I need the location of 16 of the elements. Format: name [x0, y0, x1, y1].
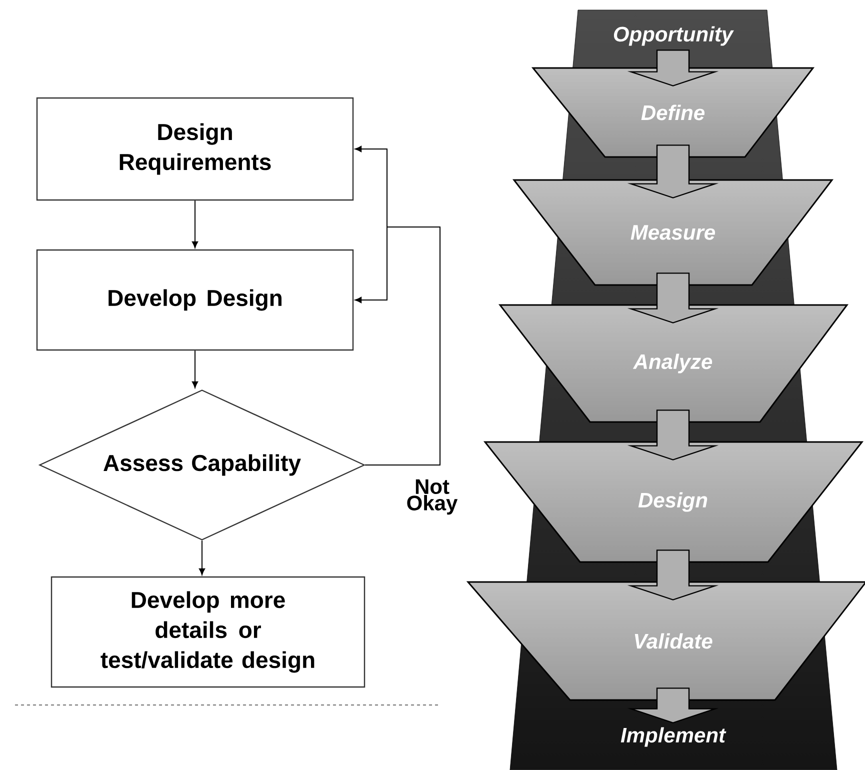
block-arrow: [627, 688, 719, 724]
arrow: [192, 200, 198, 248]
stage-label: Opportunity: [614, 26, 734, 46]
stage-label: Implement: [620, 727, 726, 747]
process-box: Develop Design: [36, 249, 354, 351]
process-box: Develop more details or test/validate design: [50, 576, 366, 688]
block-arrow: [627, 410, 719, 460]
arrow: [198, 540, 206, 576]
block-arrow: [627, 50, 719, 86]
arrow: [354, 226, 440, 466]
block-arrow: [627, 272, 719, 324]
block-arrow: [627, 144, 719, 198]
process-box: Design Requirements: [36, 97, 354, 201]
edge-label: Not Okay: [400, 478, 464, 516]
block-arrow: [627, 550, 719, 600]
arrow: [192, 350, 198, 388]
